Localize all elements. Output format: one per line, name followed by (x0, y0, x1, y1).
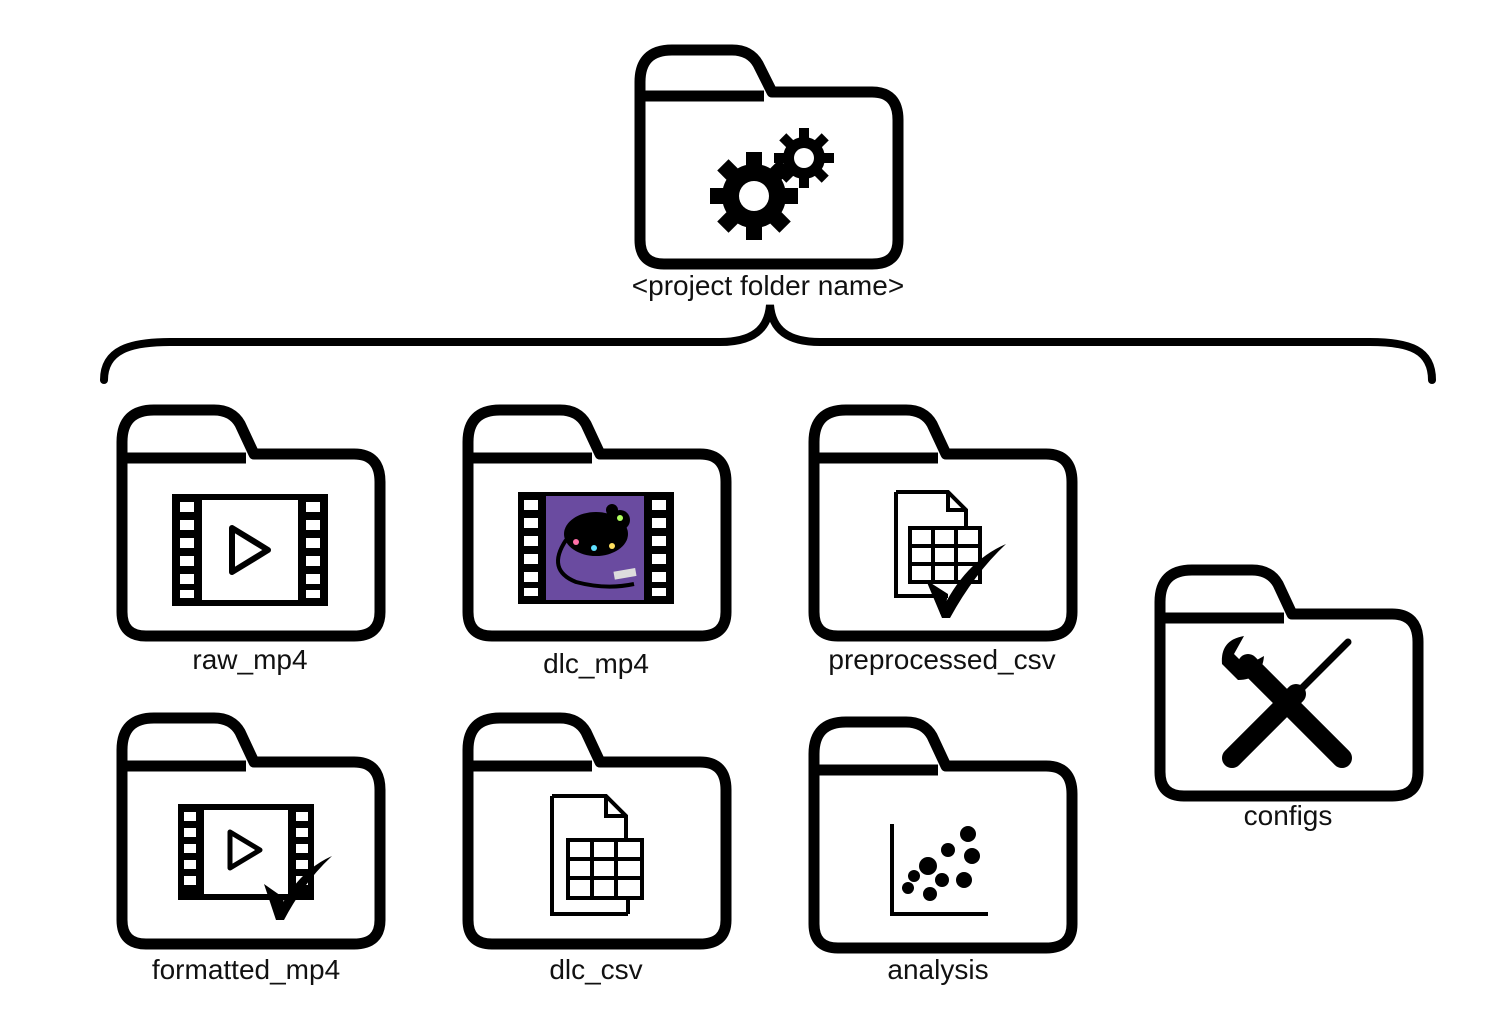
folder-outline (116, 712, 386, 950)
folder-formatted-mp4-label: formatted_mp4 (151, 954, 341, 985)
wrench-screwdriver-icon (1221, 636, 1352, 768)
gears-icon (710, 128, 834, 240)
folder-raw-mp4-label: raw_mp4 (192, 644, 308, 675)
film-play-check-icon (178, 804, 332, 920)
root-folder-label: <project folder name> (631, 270, 905, 301)
folder-dlc-csv[interactable] (460, 710, 732, 950)
folder-outline (462, 404, 732, 642)
folder-configs[interactable] (1152, 562, 1424, 802)
folder-analysis[interactable] (806, 714, 1078, 954)
folder-preprocessed-csv[interactable] (806, 402, 1078, 642)
film-play-icon (172, 494, 328, 606)
folder-configs-label: configs (1243, 800, 1333, 831)
scatter-plot-icon (890, 824, 988, 916)
folder-formatted-mp4[interactable] (114, 710, 386, 950)
folder-dlc-csv-label: dlc_csv (549, 954, 643, 985)
folder-outline (1154, 564, 1424, 802)
folder-outline (808, 716, 1078, 954)
folder-outline (634, 44, 904, 270)
spreadsheet-icon (550, 794, 644, 916)
folder-dlc-mp4[interactable] (460, 402, 732, 642)
root-folder[interactable] (632, 42, 904, 270)
folder-outline (808, 404, 1078, 642)
folder-preprocessed-csv-label: preprocessed_csv (828, 644, 1056, 675)
folder-analysis-label: analysis (887, 954, 989, 985)
film-mouse-tracking-icon (518, 492, 674, 604)
folder-outline (116, 404, 386, 642)
folder-outline (462, 712, 732, 950)
folder-dlc-mp4-label: dlc_mp4 (543, 648, 649, 679)
folder-raw-mp4[interactable] (114, 402, 386, 642)
spreadsheet-check-icon (894, 490, 1006, 618)
